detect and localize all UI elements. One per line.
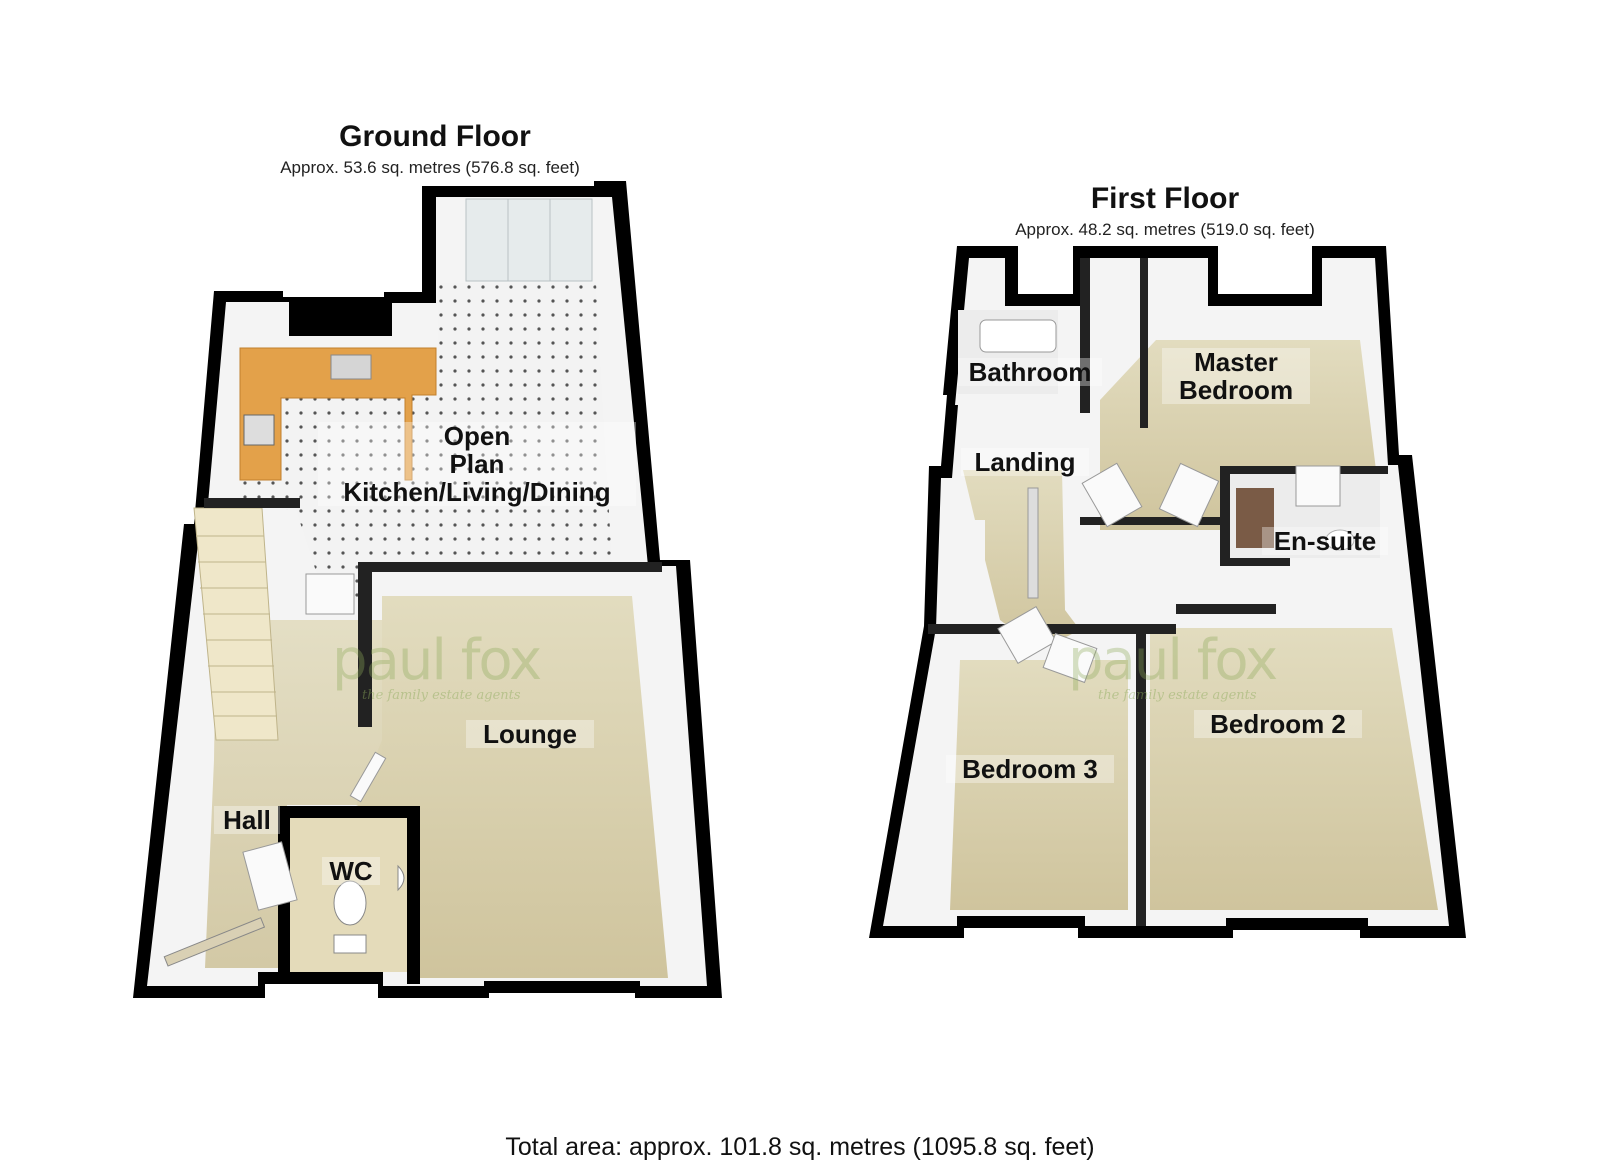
- bedroom3-floor: [950, 660, 1128, 910]
- room-label-landing: Landing: [961, 448, 1089, 476]
- master-bedroom-floor: [1100, 340, 1376, 530]
- first-floor-plan: [869, 246, 1466, 938]
- watermark-brand-first: paul fox: [1068, 628, 1278, 693]
- room-label-lounge: Lounge: [466, 720, 594, 748]
- total-area: Total area: approx. 101.8 sq. metres (10…: [505, 1133, 1095, 1161]
- lounge-floor: [356, 596, 668, 978]
- ground-floor-plan: [133, 181, 722, 998]
- room-label-bedroom2: Bedroom 2: [1194, 710, 1362, 738]
- room-label-kitchen-living-dining: Open Plan Kitchen/Living/Dining: [318, 422, 636, 506]
- landing-floor: [963, 470, 1080, 650]
- watermark-tagline-first: the family estate agents: [1098, 688, 1257, 703]
- ground-floor-title: Ground Floor: [339, 120, 531, 153]
- room-label-bathroom: Bathroom: [958, 358, 1102, 386]
- watermark-brand-ground: paul fox: [332, 628, 542, 693]
- room-label-hall: Hall: [214, 806, 280, 834]
- watermark-tagline-ground: the family estate agents: [362, 688, 521, 703]
- room-label-bedroom3: Bedroom 3: [946, 755, 1114, 783]
- kitchen-worktop: [239, 347, 437, 481]
- ground-floor-area: Approx. 53.6 sq. metres (576.8 sq. feet): [280, 158, 580, 177]
- room-label-ensuite: En-suite: [1262, 527, 1388, 555]
- first-floor-area: Approx. 48.2 sq. metres (519.0 sq. feet): [1015, 220, 1315, 239]
- room-label-wc: WC: [322, 857, 380, 885]
- room-label-master-bedroom: Master Bedroom: [1162, 348, 1310, 404]
- first-floor-title: First Floor: [1090, 182, 1240, 215]
- bedroom2-floor: [1150, 628, 1438, 910]
